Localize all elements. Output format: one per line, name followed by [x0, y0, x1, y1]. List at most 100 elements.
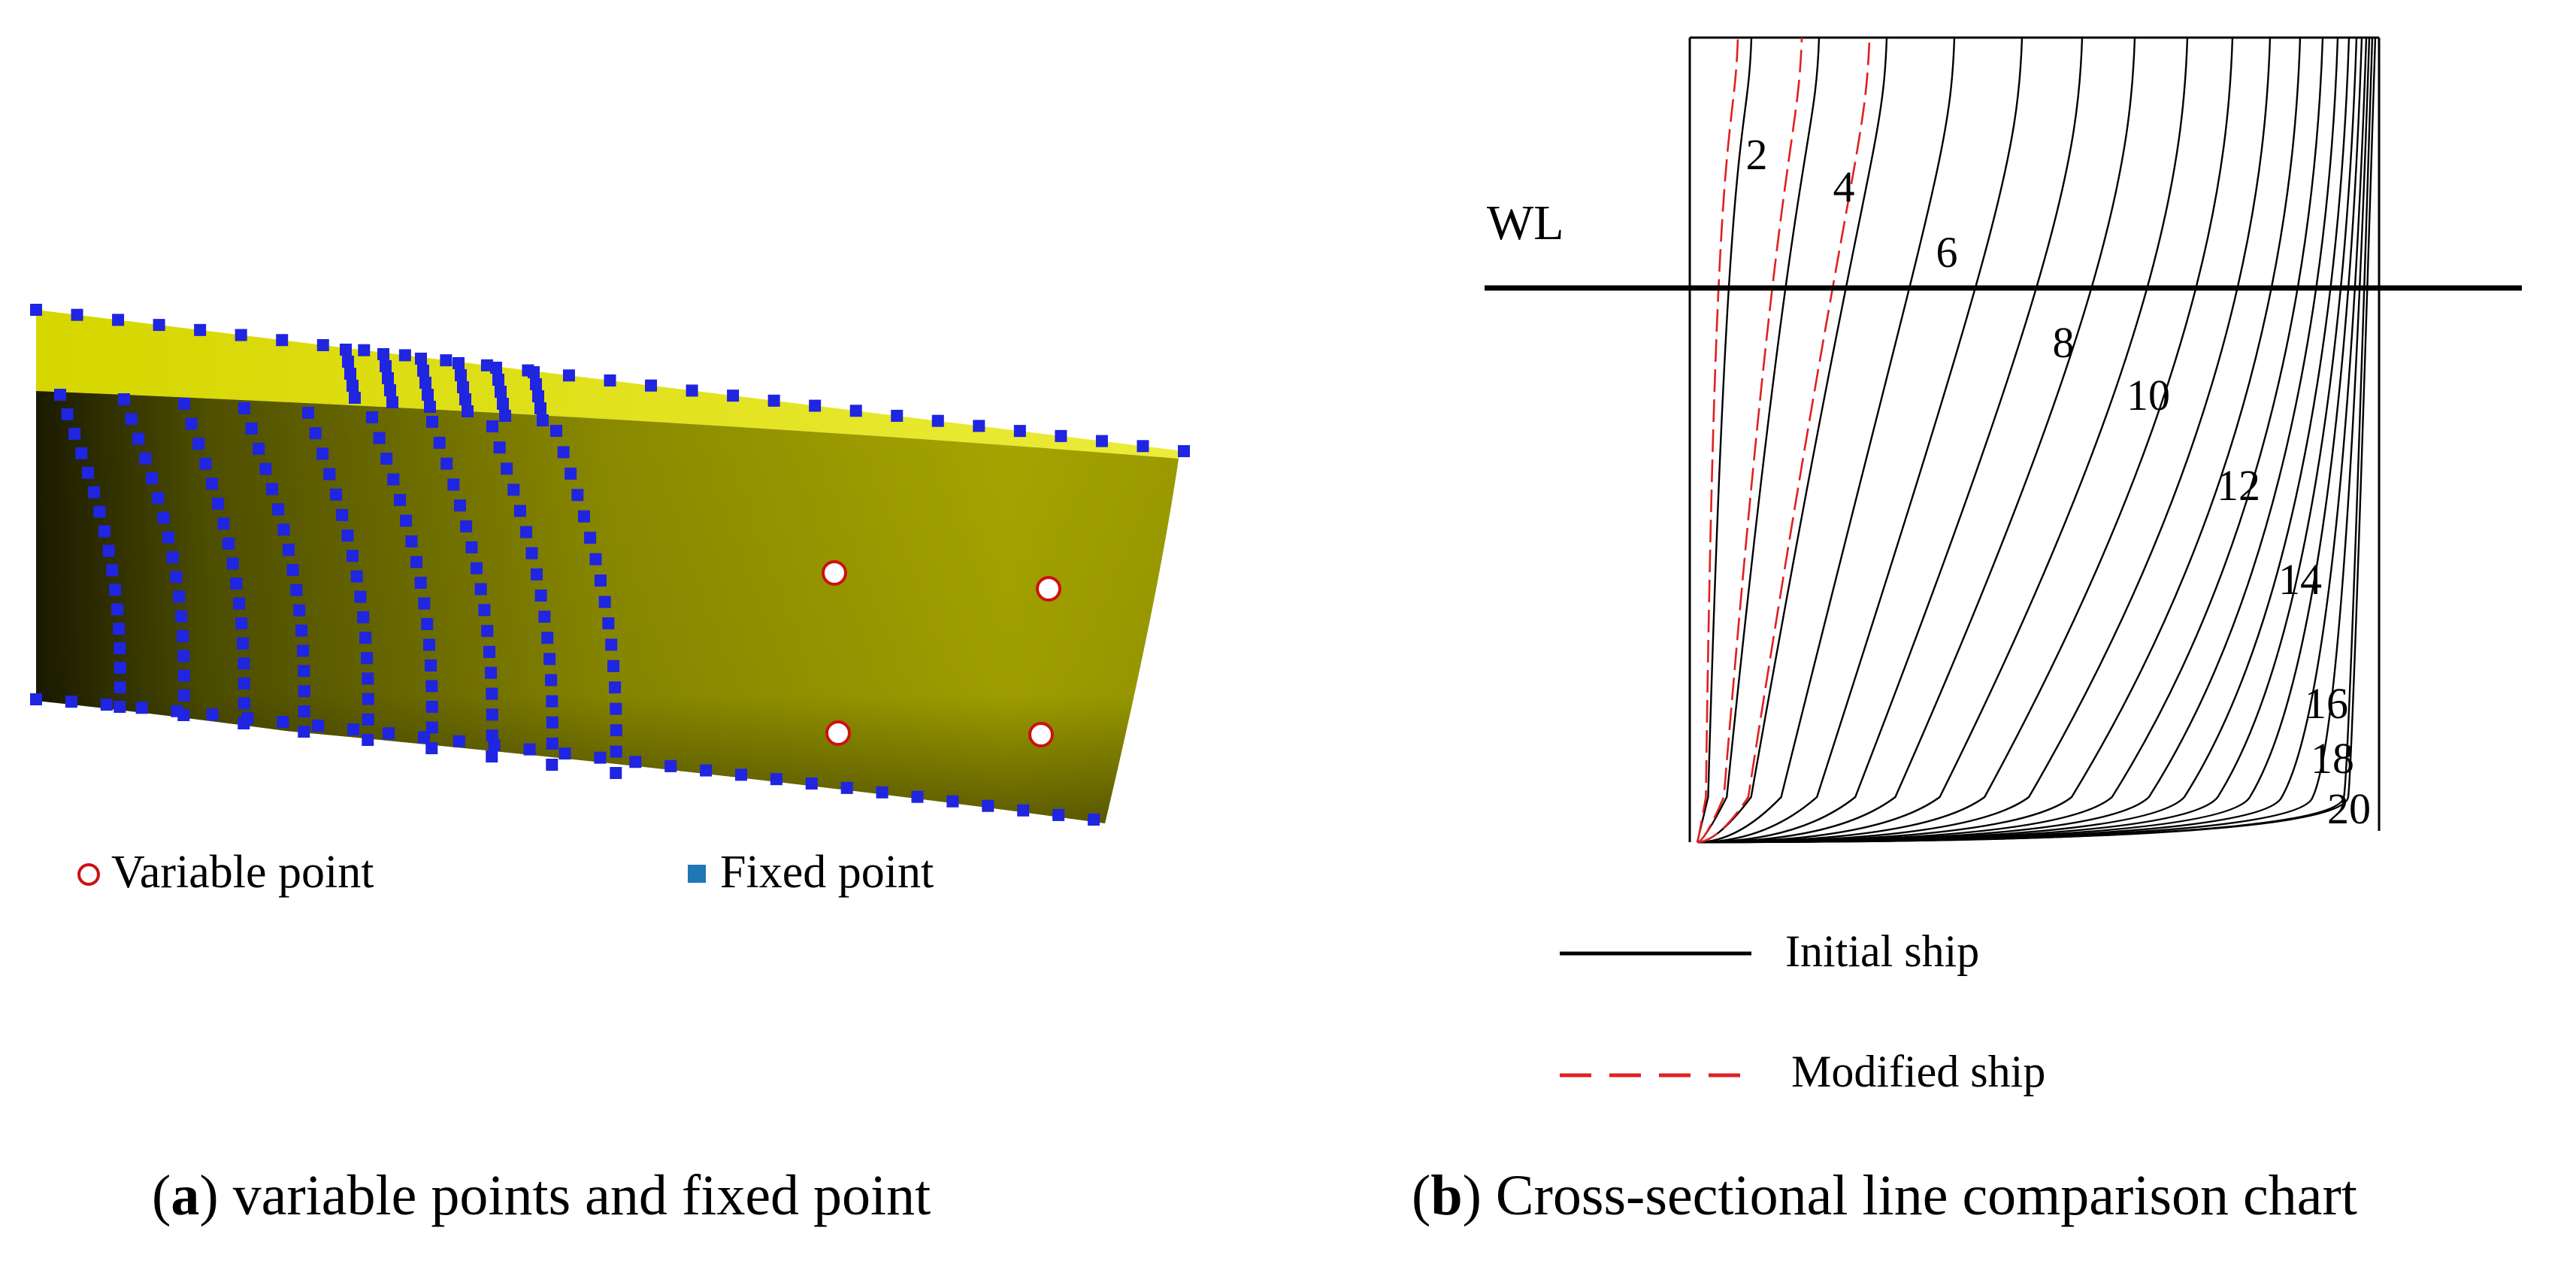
fixed-points	[30, 304, 1190, 826]
fixed-point	[54, 389, 66, 401]
fixed-point	[277, 523, 290, 536]
fixed-point	[770, 773, 782, 786]
fixed-point	[541, 632, 554, 644]
fixed-point	[605, 638, 618, 651]
fixed-point	[222, 537, 235, 550]
fixed-point	[93, 505, 106, 518]
fixed-point	[486, 750, 498, 762]
fixed-point	[931, 414, 944, 427]
fixed-point	[245, 422, 258, 435]
fixed-point	[410, 556, 422, 568]
fixed-point-legend-icon	[688, 865, 706, 883]
modified-section-line	[1697, 37, 1803, 844]
fixed-point	[384, 384, 396, 396]
fixed-point	[523, 743, 536, 756]
fixed-point	[132, 432, 145, 445]
fixed-point	[501, 462, 513, 475]
fixed-point	[358, 344, 371, 356]
fixed-point	[362, 713, 374, 726]
fixed-point	[380, 360, 392, 372]
initial-section-line	[1697, 37, 2374, 844]
fixed-point	[543, 653, 556, 665]
initial-section-line	[1697, 37, 2350, 844]
fixed-point	[604, 374, 616, 386]
fixed-point	[329, 488, 342, 501]
variable-point	[1028, 722, 1054, 747]
fixed-point	[178, 398, 190, 410]
fixed-point	[532, 390, 544, 402]
fixed-point	[1088, 814, 1100, 826]
fixed-point	[347, 723, 360, 736]
fixed-point	[302, 407, 314, 419]
initial-ship-legend-label: Initial ship	[1785, 926, 1979, 976]
fixed-point	[1137, 440, 1149, 453]
fixed-point	[546, 716, 558, 729]
fixed-point	[293, 604, 306, 617]
fixed-point	[377, 348, 389, 360]
fixed-point	[259, 462, 272, 475]
fixed-point	[594, 574, 607, 587]
fixed-point	[610, 702, 622, 715]
fixed-point	[65, 696, 77, 708]
fixed-point	[425, 701, 438, 713]
fixed-point	[840, 781, 853, 794]
fixed-point	[550, 425, 562, 437]
fixed-point	[382, 372, 394, 384]
fixed-point	[426, 416, 438, 428]
fixed-point	[341, 529, 354, 542]
initial-section-line	[1697, 37, 2189, 844]
variable-point	[822, 560, 847, 586]
fixed-point	[398, 349, 411, 362]
fixed-point	[424, 401, 436, 413]
fixed-point	[1013, 425, 1026, 438]
caption-b: (b) Cross-sectional line comparison char…	[1412, 1164, 2357, 1227]
fixed-point	[282, 544, 295, 556]
fixed-point	[537, 414, 549, 426]
fixed-point-legend-label: Fixed point	[720, 847, 934, 898]
fixed-point	[297, 644, 310, 657]
variable-point	[825, 720, 851, 746]
fixed-point	[545, 674, 558, 687]
fixed-point	[226, 557, 239, 570]
fixed-point	[546, 695, 558, 708]
fixed-point	[177, 650, 190, 662]
fixed-point	[470, 562, 483, 574]
station-label: 8	[2053, 318, 2075, 367]
fixed-point	[423, 638, 436, 651]
fixed-point	[664, 759, 677, 772]
fixed-point	[577, 510, 590, 523]
fixed-point	[346, 550, 359, 562]
fixed-point	[421, 618, 434, 630]
caption-b-text: Cross-sectional line comparison chart	[1496, 1164, 2357, 1227]
fixed-point	[170, 571, 183, 584]
fixed-point	[340, 344, 352, 356]
fixed-point	[727, 390, 740, 402]
modified-ship-legend-label: Modified ship	[1791, 1047, 2045, 1096]
fixed-point	[298, 685, 310, 698]
fixed-point	[298, 665, 310, 677]
initial-section-line	[1697, 37, 1888, 844]
fixed-point	[520, 526, 533, 538]
fixed-point	[485, 666, 498, 679]
fixed-point	[102, 544, 115, 557]
fixed-point	[530, 378, 542, 390]
fixed-point	[490, 362, 502, 374]
fixed-point	[982, 799, 994, 812]
fixed-point	[534, 590, 547, 602]
fixed-point	[460, 520, 473, 533]
fixed-point	[75, 447, 88, 459]
caption-a-letter: a	[171, 1164, 199, 1227]
fixed-point	[891, 410, 904, 422]
initial-section-line	[1697, 37, 2363, 844]
fixed-point	[457, 381, 469, 393]
fixed-point	[114, 701, 126, 713]
fixed-point	[235, 329, 247, 341]
fixed-point	[344, 368, 356, 380]
fixed-point	[609, 681, 622, 694]
fixed-point	[118, 393, 130, 405]
initial-section-line	[1697, 37, 2324, 844]
fixed-point	[973, 420, 985, 432]
fixed-point	[486, 687, 498, 700]
fixed-point	[152, 492, 165, 505]
fixed-point	[81, 466, 94, 479]
